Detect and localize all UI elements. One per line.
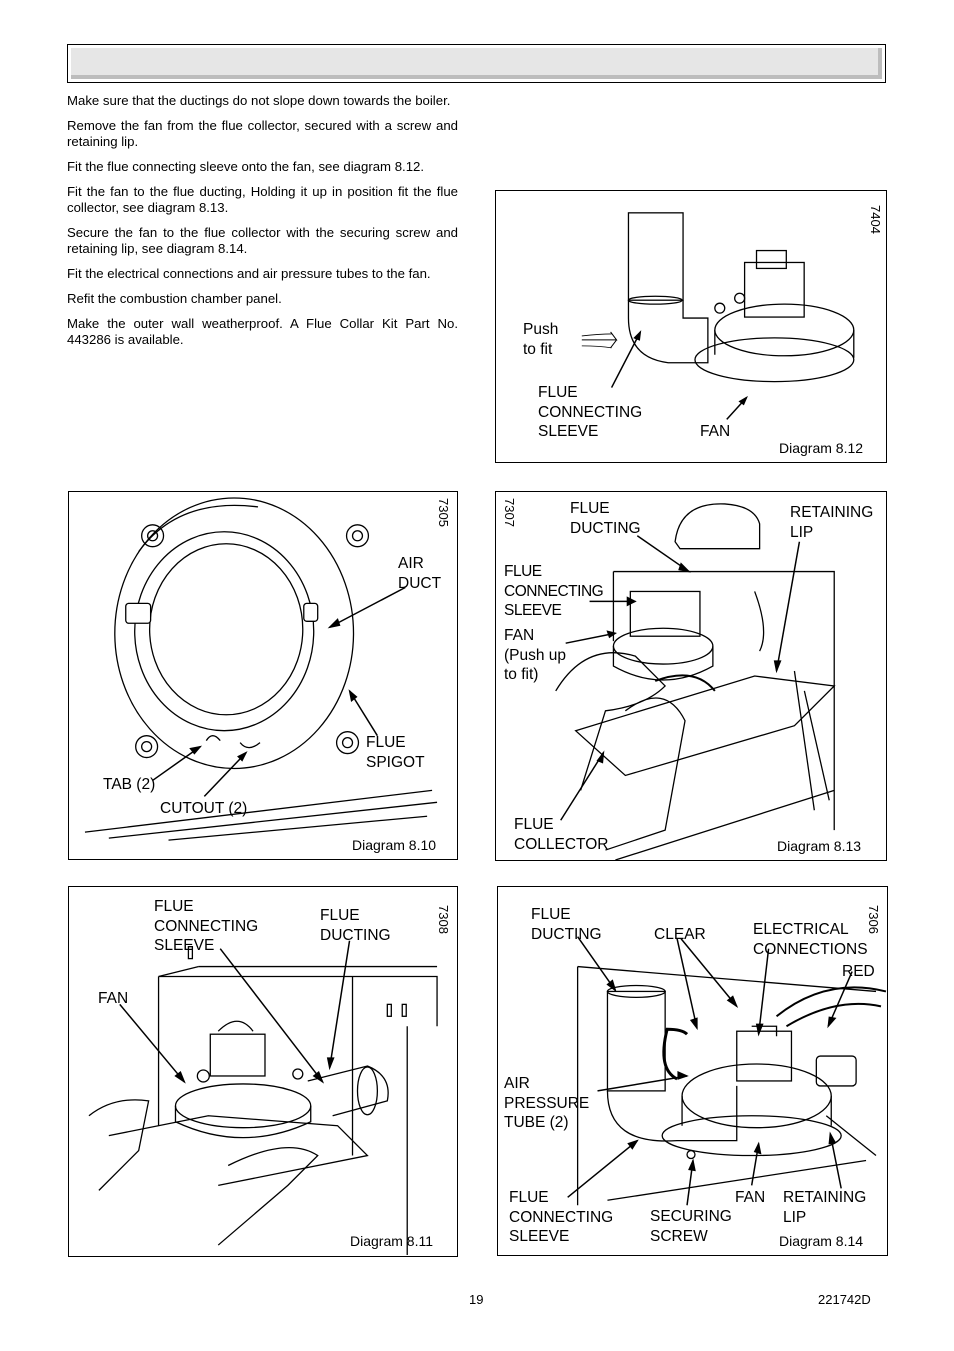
diagram-8-13-illustration [555,503,836,860]
label-flue-ducting: FLUE DUCTING [531,906,602,943]
diagram-8-10-illustration [84,497,438,841]
label-fan: FAN [700,423,731,440]
label-electrical-connections: ELECTRICAL CONNECTIONS [753,921,868,958]
label-retaining-lip: RETAINING LIP [790,504,874,541]
figure-code: 7307 [502,498,517,527]
instruction-8: Make the outer wall weatherproof. A Flue… [67,316,458,347]
label-securing-screw: SECURING SCREW [650,1208,732,1245]
figure-code: 7305 [436,498,451,527]
label-air-pressure-tube: AIR PRESSURE TUBE (2) [504,1075,590,1131]
diagram-8-11-illustration [88,940,438,1256]
label-clear: CLEAR [654,926,706,943]
diagram-caption: Diagram 8.12 [779,440,864,456]
instruction-6: Fit the electrical connections and air p… [67,266,431,281]
diagram-8-13: FLUE DUCTING RETAINING LIP FLUE CONNECTI… [495,491,887,861]
label-air-duct: AIR DUCT [398,555,442,592]
diagram-caption: Diagram 8.14 [779,1233,864,1249]
figure-code: 7308 [436,905,451,934]
instruction-1: Make sure that the ductings do not slope… [67,93,451,108]
label-fan: FAN [735,1189,766,1206]
label-push-to-fit: Push to fit [523,321,559,358]
instruction-3: Fit the flue connecting sleeve onto the … [67,159,425,174]
diagram-8-12: Push to fit FLUE CONNECTING SLEEVE FAN D… [495,190,887,463]
section-header-bar [67,44,886,83]
label-fan-push-up: FAN (Push up to fit) [504,627,567,683]
instruction-2: Remove the fan from the flue collector, … [67,118,458,149]
label-cutout: CUTOUT (2) [160,800,248,817]
label-flue-ducting: FLUE DUCTING [570,500,641,537]
document-code: 221742D [818,1292,871,1307]
label-flue-ducting: FLUE DUCTING [320,907,391,944]
diagram-8-14: FLUE DUCTING CLEAR ELECTRICAL CONNECTION… [497,886,888,1256]
label-tab: TAB (2) [103,776,156,793]
instructions-text: Make sure that the ductings do not slope… [67,93,458,357]
label-flue-spigot: FLUE SPIGOT [366,734,425,771]
diagram-8-14-illustration [567,936,887,1206]
figure-code: 7404 [868,205,883,234]
diagram-caption: Diagram 8.11 [350,1233,434,1249]
label-flue-connecting-sleeve: FLUE CONNECTING SLEEVE [154,898,259,954]
label-flue-connecting-sleeve: FLUE CONNECTING SLEEVE [509,1189,614,1245]
diagram-8-10: AIR DUCT FLUE SPIGOT TAB (2) CUTOUT (2) … [68,491,458,860]
diagram-caption: Diagram 8.13 [777,838,862,854]
page-number: 19 [469,1292,484,1307]
label-flue-connecting-sleeve: FLUE CONNECTING SLEEVE [504,563,604,619]
label-retaining-lip: RETAINING LIP [783,1189,867,1226]
instruction-7: Refit the combustion chamber panel. [67,291,282,306]
diagram-caption: Diagram 8.10 [352,837,437,853]
instruction-5: Secure the fan to the flue collector wit… [67,225,458,256]
label-flue-connecting-sleeve: FLUE CONNECTING SLEEVE [538,384,643,440]
label-flue-collector: FLUE COLLECTOR [514,816,609,853]
diagram-8-11: FLUE CONNECTING SLEEVE FLUE DUCTING FAN … [68,886,458,1257]
figure-code: 7306 [866,905,881,934]
label-red: RED [842,963,875,980]
diagram-8-12-illustration [581,212,855,420]
instruction-4: Fit the fan to the flue ducting, Holding… [67,184,458,215]
label-fan: FAN [98,990,129,1007]
